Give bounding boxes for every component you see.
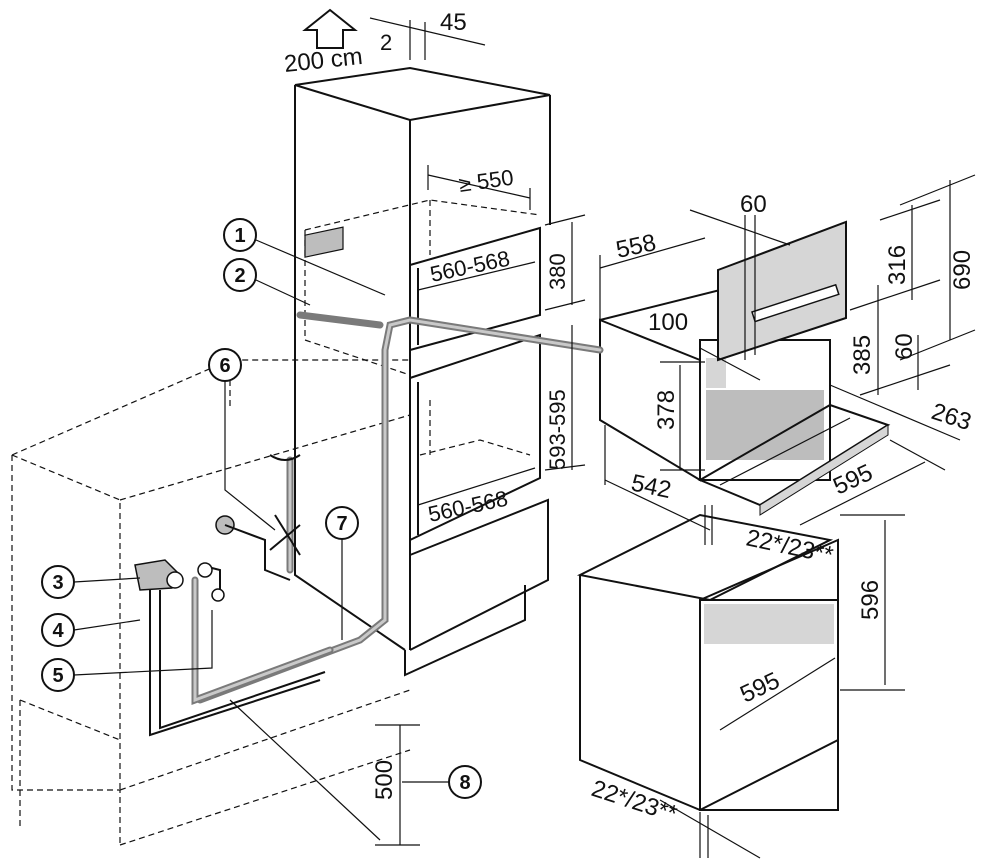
dim-inner-depth: 100 [648,309,688,336]
callout-5: 5 [41,610,213,692]
callout-6: 6 [208,348,276,531]
svg-text:7: 7 [336,513,347,535]
hoses [134,226,604,737]
dim-machine-depth-bottom: 542 [629,469,674,504]
dim-niche-width-top: 560-568 [428,246,512,287]
dim-front-depth: 22*/23** [744,524,836,569]
dim-total-height: 690 [949,250,976,290]
callout-2: 2 [223,258,311,306]
dim-vent-gap: 45 [440,9,467,36]
vent-area-sup: 2 [380,30,392,55]
svg-text:4: 4 [52,620,64,642]
oven-front-unit [576,513,839,811]
callout-8: 8 [402,765,482,799]
dim-machine-depth-top: 558 [614,229,659,264]
svg-text:5: 5 [52,665,63,687]
dim-inner-height: 378 [653,390,680,430]
svg-text:2: 2 [234,265,245,287]
dim-drawer-depth: 263 [928,398,974,436]
vent-area-label: 200 cm [283,43,364,78]
base-cabinet [11,359,411,846]
dim-front-height: 596 [857,580,884,620]
svg-text:1: 1 [234,225,245,247]
dim-panel-offset: 60 [740,191,767,218]
tall-cabinet [294,66,551,677]
callout-3: 3 [41,565,141,599]
dim-niche-height-lower: 593-595 [545,389,570,470]
callouts: 1 2 6 7 3 4 5 [41,218,482,799]
svg-text:8: 8 [459,772,470,794]
dim-panel-height: 316 [884,245,911,285]
svg-text:3: 3 [52,572,63,594]
oven-machine [599,220,891,516]
callout-4: 4 [41,613,141,647]
svg-text:6: 6 [219,355,230,377]
dim-niche-height-upper: 380 [545,253,570,290]
callout-1: 1 [223,218,386,296]
dim-gap-60: 60 [891,333,918,360]
callout-7: 7 [325,506,359,640]
dimension-lines [229,8,976,859]
dim-floor-height: 500 [371,760,398,800]
dim-drawer-height: 385 [849,335,876,375]
